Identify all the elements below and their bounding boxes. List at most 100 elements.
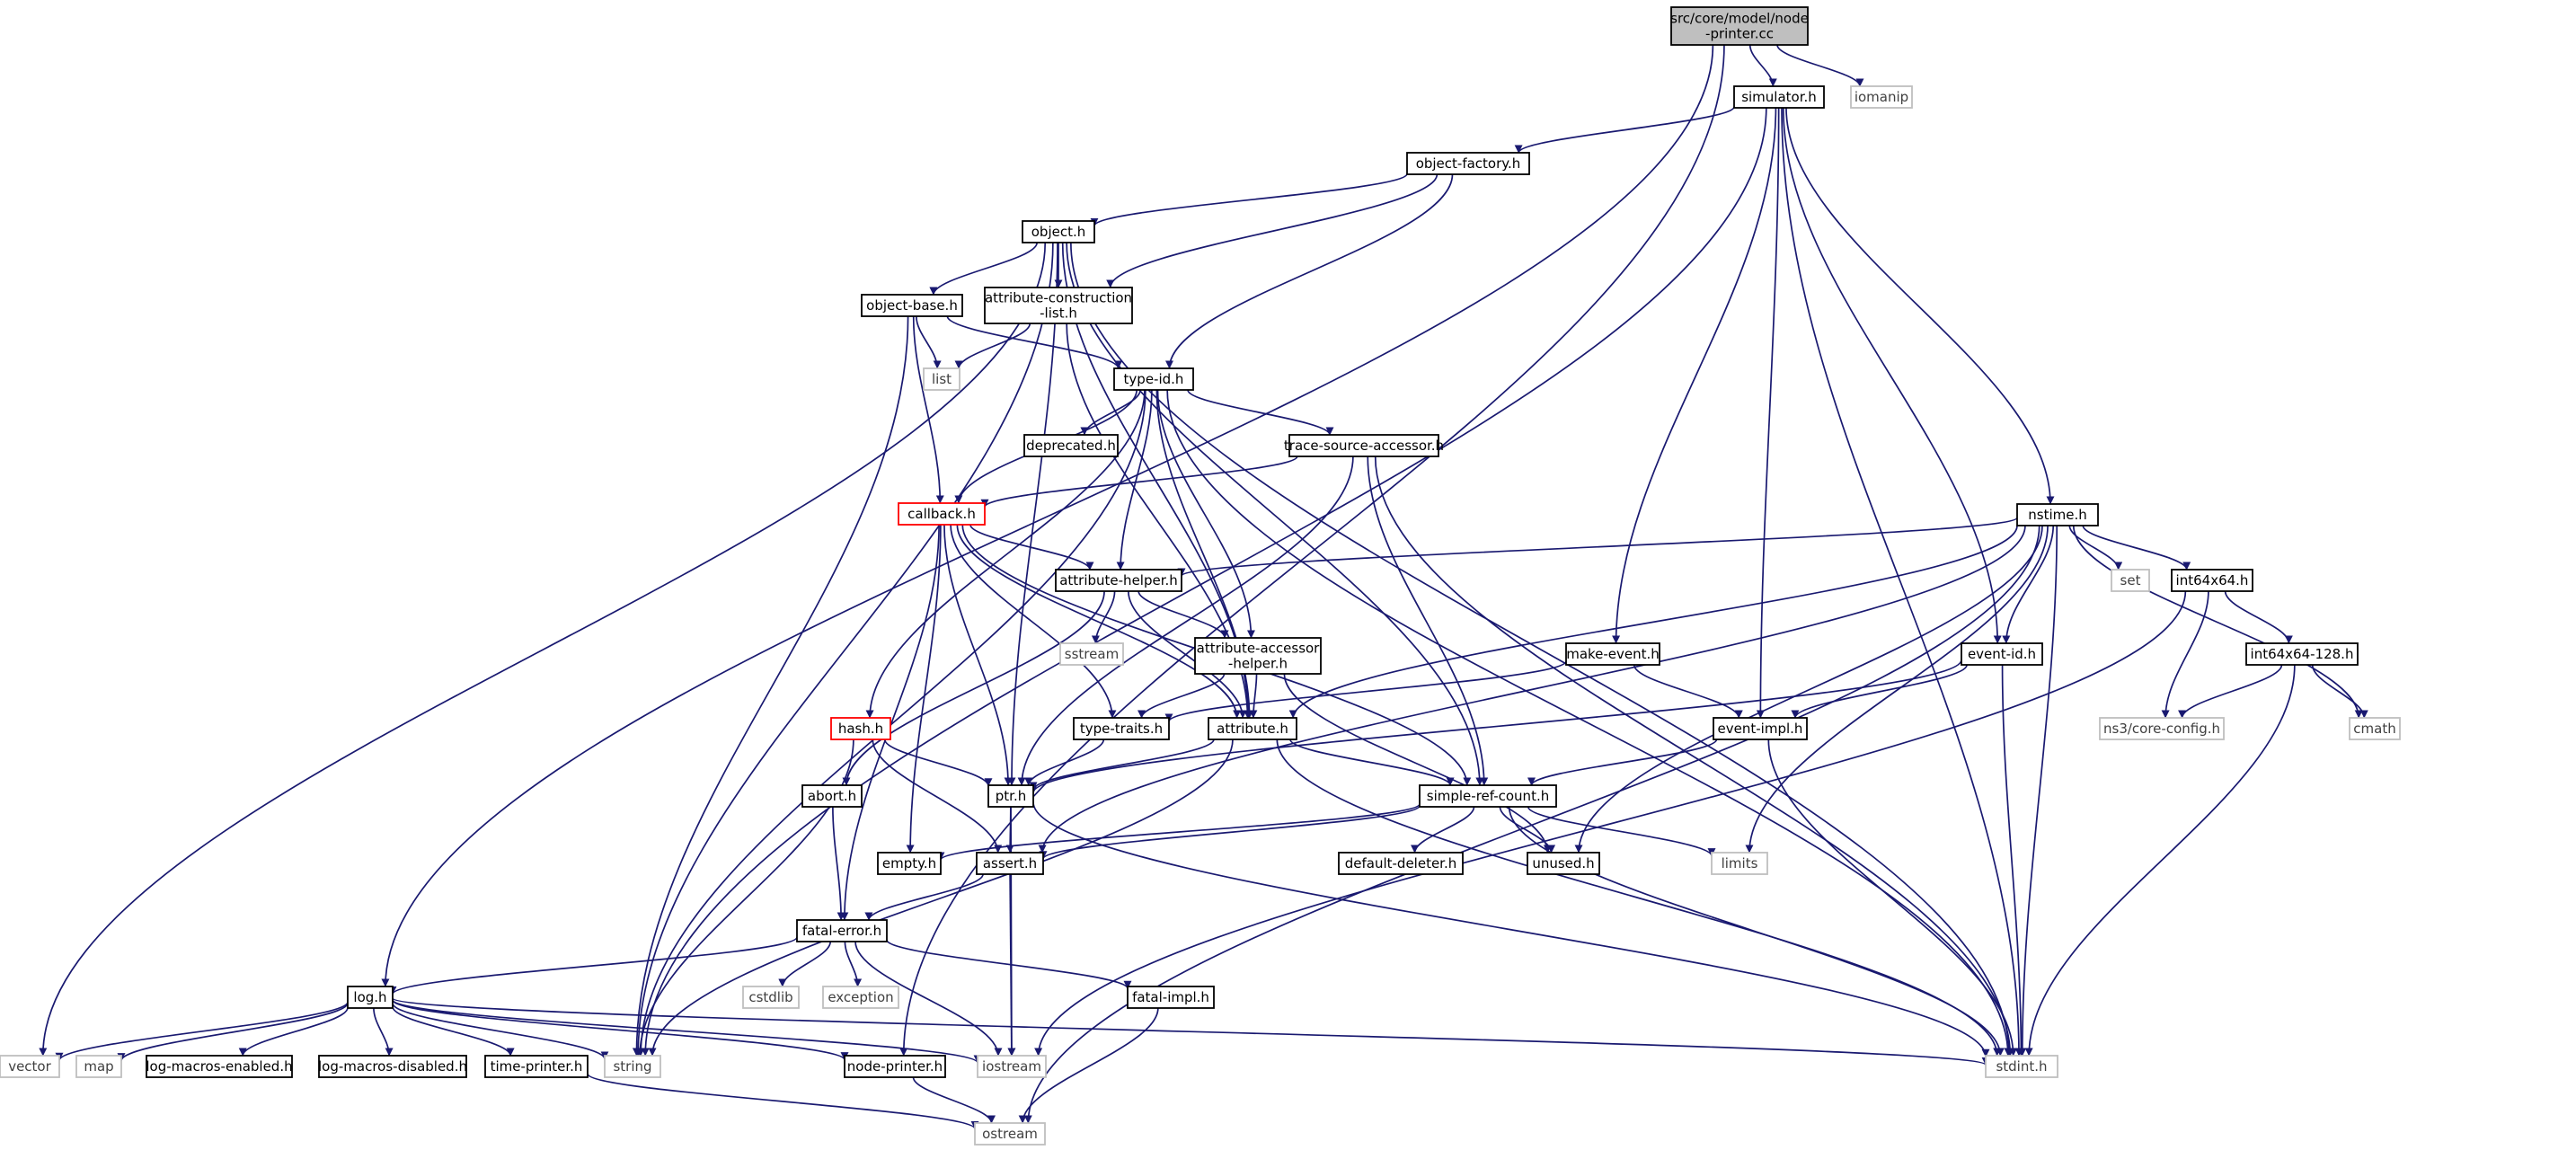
node-callback[interactable]: callback.h	[898, 502, 986, 526]
node-box-attribute	[1208, 717, 1297, 740]
edge-layer	[39, 44, 2368, 1130]
edge-attribute-to-simple-ref-count	[1289, 739, 1455, 786]
node-type-id[interactable]: type-id.h	[1113, 367, 1194, 391]
node-trace-source[interactable]: trace-source-accessor.h	[1284, 434, 1444, 457]
node-node-printer[interactable]: node-printer.h	[844, 1055, 946, 1078]
node-box-list	[923, 367, 960, 391]
node-type-traits[interactable]: type-traits.h	[1073, 717, 1170, 740]
edge-log-to-log-macros-disabled	[373, 1007, 394, 1057]
node-make-event[interactable]: make-event.h	[1565, 642, 1660, 666]
node-box-int64x64-128	[2245, 642, 2359, 666]
node-box-attr-construction	[984, 287, 1133, 324]
node-label-int64x64: int64x64.h	[2176, 572, 2249, 588]
node-box-ptr	[987, 784, 1034, 808]
node-box-cstdlib	[742, 986, 800, 1009]
edge-root-to-iomanip	[1776, 44, 1864, 87]
node-event-id[interactable]: event-id.h	[1961, 642, 2043, 666]
node-attribute-helper[interactable]: attribute-helper.h	[1055, 569, 1182, 592]
edge-object-factory-to-attr-construction	[1106, 173, 1438, 288]
edge-log-to-node-printer	[392, 999, 849, 1061]
node-simulator[interactable]: simulator.h	[1733, 85, 1825, 109]
node-label-log-macros-disabled: log-macros-disabled.h	[318, 1058, 467, 1075]
edge-fatal-error-to-fatal-impl	[886, 939, 1132, 990]
node-label-list: list	[932, 371, 952, 387]
node-empty[interactable]: empty.h	[877, 852, 942, 875]
edge-event-id-to-event-impl	[1791, 664, 1968, 719]
node-fatal-error[interactable]: fatal-error.h	[796, 919, 888, 942]
node-box-deprecated	[1023, 434, 1119, 457]
node-label-cmath: cmath	[2353, 721, 2395, 737]
node-label-default-deleter: default-deleter.h	[1345, 855, 1457, 871]
edge-root-to-node-printer	[899, 44, 1725, 1057]
node-simple-ref-count[interactable]: simple-ref-count.h	[1419, 784, 1557, 808]
edge-nstime-to-unused	[1574, 525, 2043, 854]
node-core-config: ns3/core-config.h	[2099, 717, 2225, 740]
node-label-iomanip: iomanip	[1855, 89, 1908, 105]
edge-type-id-to-deprecated	[1080, 389, 1141, 436]
node-label-stdint: stdint.h	[1996, 1058, 2047, 1075]
node-ostream: ostream	[974, 1122, 1046, 1146]
node-object-base[interactable]: object-base.h	[861, 294, 963, 317]
node-label-abort: abort.h	[808, 788, 856, 804]
node-label-empty: empty.h	[882, 855, 936, 871]
node-fatal-impl[interactable]: fatal-impl.h	[1127, 986, 1215, 1009]
edge-nstime-to-limits	[1745, 525, 2049, 854]
node-attr-construction[interactable]: attribute-construction-list.h	[984, 287, 1133, 324]
node-time-printer[interactable]: time-printer.h	[484, 1055, 589, 1078]
edge-object-to-object-base	[929, 242, 1038, 296]
edge-object-base-to-string	[632, 315, 909, 1057]
node-box-fatal-error	[796, 919, 888, 942]
edge-root-to-log	[381, 44, 1714, 987]
edge-simple-ref-count-to-default-deleter	[1411, 806, 1475, 854]
node-label-event-id: event-id.h	[1968, 646, 2036, 662]
node-assert[interactable]: assert.h	[976, 852, 1044, 875]
node-log-macros-disabled[interactable]: log-macros-disabled.h	[318, 1055, 467, 1078]
node-hash[interactable]: hash.h	[830, 717, 891, 740]
node-log[interactable]: log.h	[347, 986, 394, 1009]
node-label-make-event: make-event.h	[1566, 646, 1660, 662]
node-map: map	[75, 1055, 122, 1078]
edge-trace-source-to-ptr	[1017, 456, 1354, 786]
node-attr-accessor[interactable]: attribute-accessor-helper.h	[1194, 637, 1322, 675]
node-log-macros-enabled[interactable]: log-macros-enabled.h	[146, 1055, 293, 1078]
node-default-deleter[interactable]: default-deleter.h	[1338, 852, 1464, 875]
edge-fatal-error-to-iostream	[854, 941, 1003, 1057]
edge-log-to-string	[392, 1003, 609, 1060]
node-box-assert	[976, 852, 1044, 875]
node-label-root: src/core/model/node	[1670, 11, 1809, 27]
node-box-string	[604, 1055, 661, 1078]
node-cstdlib: cstdlib	[742, 986, 800, 1009]
node-nstime[interactable]: nstime.h	[2016, 503, 2099, 526]
node-box-log-macros-disabled	[318, 1055, 467, 1078]
node-iomanip: iomanip	[1850, 85, 1913, 109]
node-unused[interactable]: unused.h	[1527, 852, 1600, 875]
node-label-object-base: object-base.h	[866, 297, 958, 314]
edge-object-factory-to-type-id	[1165, 173, 1454, 369]
node-abort[interactable]: abort.h	[801, 784, 863, 808]
node-int64x64[interactable]: int64x64.h	[2171, 569, 2253, 592]
node-box-make-event	[1565, 642, 1660, 666]
node-label-sstream: sstream	[1065, 646, 1119, 662]
edge-int64x64-128-to-core-config	[2178, 664, 2283, 719]
node-ptr[interactable]: ptr.h	[987, 784, 1034, 808]
edge-object-to-vector	[39, 242, 1047, 1057]
node-int64x64-128[interactable]: int64x64-128.h	[2245, 642, 2359, 666]
edge-int64x64-to-iostream	[1034, 590, 2187, 1057]
edge-simple-ref-count-to-empty	[936, 803, 1421, 861]
node-object-factory[interactable]: object-factory.h	[1406, 152, 1530, 175]
node-event-impl[interactable]: event-impl.h	[1713, 717, 1808, 740]
node-attribute[interactable]: attribute.h	[1208, 717, 1297, 740]
node-object[interactable]: object.h	[1022, 220, 1095, 243]
edge-object-base-to-callback	[912, 315, 944, 504]
node-box-sstream	[1059, 642, 1124, 666]
edge-ptr-to-stdint	[1032, 801, 1990, 1057]
node-root[interactable]: src/core/model/node-printer.cc	[1670, 6, 1809, 46]
edge-callback-to-type-traits	[950, 524, 1117, 719]
edge-assert-to-fatal-error	[864, 873, 984, 921]
node-label-attribute: attribute.h	[1217, 721, 1288, 737]
node-label-map: map	[84, 1058, 113, 1075]
node-box-attribute-helper	[1055, 569, 1182, 592]
node-box-empty	[877, 852, 942, 875]
edge-attribute-to-stdint	[1276, 739, 2002, 1057]
node-deprecated[interactable]: deprecated.h	[1023, 434, 1119, 457]
